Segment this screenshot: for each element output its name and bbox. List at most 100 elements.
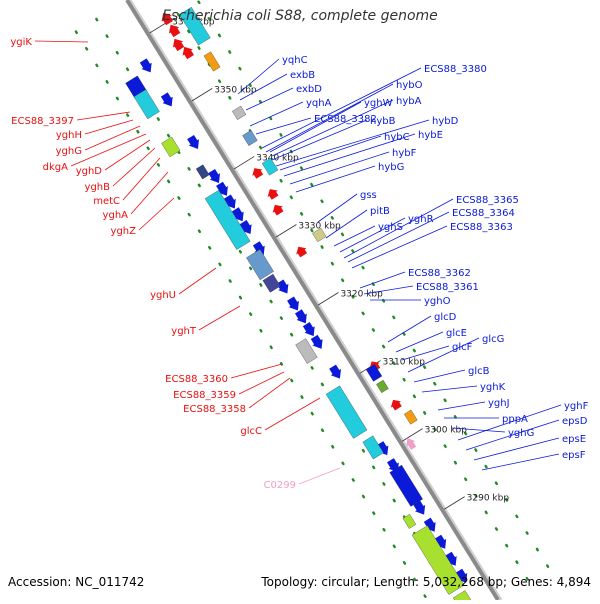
- right-label-9: yghW: [364, 98, 393, 109]
- left-label-8-leader: [122, 157, 161, 201]
- left-label-15: ECS88_3358: [183, 404, 246, 415]
- feature-block-lime-r2: [402, 513, 417, 529]
- left-label-6: yghD: [76, 166, 103, 177]
- right-label-30: glcB: [468, 366, 490, 377]
- right-label-6-leader: [261, 67, 422, 149]
- reverse-gene-4: [208, 168, 221, 183]
- right-label-26: glcD: [434, 312, 457, 323]
- left-label-3-leader: [84, 119, 134, 135]
- right-label-20-leader: [343, 198, 454, 259]
- left-label-7: yghB: [85, 182, 111, 193]
- right-label-17-leader: [325, 209, 368, 239]
- feature-block-khaki: [312, 227, 327, 243]
- left-label-5-leader: [70, 133, 147, 167]
- left-label-16-leader: [264, 397, 321, 431]
- feature-block-cyan-r1: [133, 89, 160, 120]
- right-label-25: yghO: [424, 296, 451, 307]
- right-label-28-leader: [401, 345, 450, 361]
- forward-gene-7: [272, 204, 284, 216]
- right-label-22: ECS88_3363: [450, 222, 513, 233]
- topology-text: Topology: circular; Length: 5,032,268 bp…: [261, 575, 591, 589]
- right-label-33: pppA: [502, 414, 528, 425]
- right-label-17: pitB: [370, 206, 390, 217]
- tick-line: [401, 428, 423, 442]
- feature-block-blue-r2: [389, 464, 423, 507]
- left-label-15-leader: [248, 377, 291, 409]
- right-label-18: yghS: [378, 222, 403, 233]
- forward-gene-4: [182, 46, 194, 60]
- right-label-26-leader: [387, 315, 432, 343]
- left-label-14: ECS88_3359: [173, 390, 236, 401]
- tick-label: 3350 kbp: [214, 85, 257, 95]
- right-label-29-leader: [407, 337, 480, 373]
- right-label-19-leader: [339, 217, 406, 253]
- feature-block-orange-2: [404, 409, 418, 425]
- right-label-23: ECS88_3362: [408, 268, 471, 279]
- right-label-5-leader: [255, 117, 312, 135]
- right-label-16-leader: [317, 193, 358, 223]
- tick-label: 3290 kbp: [467, 494, 510, 504]
- right-label-2: exbB: [290, 70, 315, 81]
- reverse-gene-12: [294, 309, 307, 324]
- left-label-13: ECS88_3360: [165, 374, 228, 385]
- right-label-29: glcG: [482, 334, 504, 345]
- forward-gene-10: [390, 399, 402, 411]
- right-label-10: hybB: [370, 116, 396, 127]
- right-label-4-leader: [249, 101, 304, 127]
- left-label-9: yghA: [103, 210, 129, 221]
- right-label-9-leader: [269, 101, 362, 153]
- right-label-23-leader: [359, 271, 406, 289]
- accession-text: Accession: NC_011742: [8, 575, 145, 589]
- track-dots: [74, 0, 551, 604]
- right-label-3: exbD: [296, 84, 322, 95]
- tick-line: [275, 224, 297, 238]
- left-label-7-leader: [112, 147, 156, 187]
- right-label-34: yghG: [508, 428, 534, 439]
- right-label-36-leader: [465, 419, 560, 451]
- tick-label: 3310 kbp: [383, 358, 426, 368]
- tick-line: [317, 292, 339, 306]
- feature-block-lime-r1: [161, 136, 181, 158]
- reverse-gene-19: [413, 500, 426, 515]
- forward-gene-5: [252, 168, 264, 179]
- left-label-14-leader: [238, 371, 285, 395]
- right-label-28: glcF: [452, 342, 473, 353]
- reverse-gene-2: [160, 92, 173, 107]
- reverse-gene-14: [310, 334, 323, 349]
- left-label-11: yghU: [150, 290, 176, 301]
- right-label-22-leader: [351, 225, 448, 269]
- forward-gene-3: [172, 38, 185, 52]
- tick-line: [191, 88, 213, 102]
- right-label-12: hybC: [384, 132, 410, 143]
- left-label-12: yghT: [171, 326, 197, 337]
- feature-block-blue: [365, 364, 383, 382]
- left-label-10: yghZ: [111, 226, 137, 237]
- guide-track-3: [167, 0, 530, 583]
- feature-block-lime-r4: [452, 590, 482, 604]
- right-label-27: glcE: [446, 328, 467, 339]
- right-label-13-leader: [283, 133, 416, 177]
- backbone: [125, 0, 503, 602]
- tick-label: 3320 kbp: [340, 290, 383, 300]
- backbone-shadow: [128, 0, 503, 601]
- right-label-11: hybD: [432, 116, 459, 127]
- left-label-4-leader: [84, 125, 141, 151]
- tick-label: 3330 kbp: [298, 221, 341, 231]
- right-label-18-leader: [333, 225, 376, 247]
- right-label-3-leader: [245, 87, 294, 111]
- feature-block-green: [376, 379, 389, 393]
- right-label-8: hybA: [396, 96, 422, 107]
- right-label-1: yqhC: [282, 55, 308, 66]
- right-label-16: gss: [360, 190, 377, 201]
- feature-block-cyan-r4: [362, 435, 384, 460]
- right-label-14-leader: [289, 151, 390, 185]
- feature-block-navy-r1: [195, 164, 210, 180]
- pink-label-1: C0299: [264, 480, 296, 491]
- label-leaders: [34, 40, 562, 485]
- reverse-gene-10: [276, 279, 289, 294]
- right-label-35: yghF: [564, 401, 589, 412]
- right-label-11-leader: [275, 119, 430, 167]
